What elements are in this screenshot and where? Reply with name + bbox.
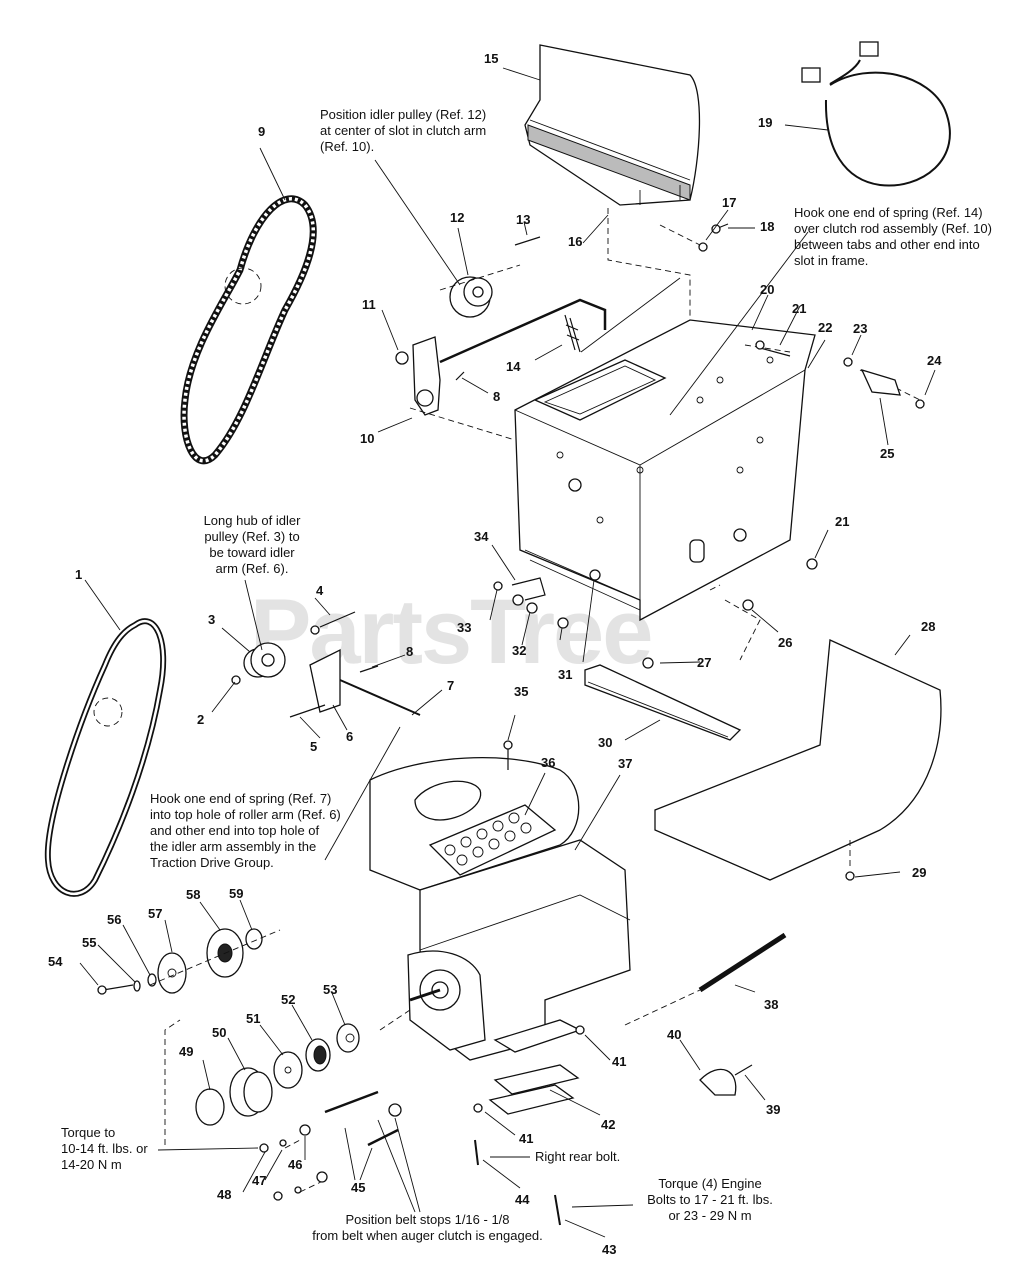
- callout-25[interactable]: 25: [880, 446, 895, 461]
- callout-55[interactable]: 55: [82, 935, 97, 950]
- belt-stops: [259, 1090, 402, 1201]
- callout-9[interactable]: 9: [258, 124, 266, 139]
- note-spring-7: Hook one end of spring (Ref. 7)into top …: [150, 791, 341, 870]
- idler-assembly: [231, 611, 421, 718]
- note-right-rear-bolt: Right rear bolt.: [535, 1149, 621, 1164]
- callout-41-low[interactable]: 41: [519, 1131, 534, 1146]
- callout-44[interactable]: 44: [515, 1192, 530, 1207]
- screw-35: [503, 740, 513, 770]
- part-40: [699, 1064, 753, 1096]
- callout-16[interactable]: 16: [568, 234, 583, 249]
- callout-41-right[interactable]: 41: [612, 1054, 627, 1069]
- callout-49[interactable]: 49: [179, 1044, 194, 1059]
- callout-7[interactable]: 7: [447, 678, 455, 693]
- callout-31[interactable]: 31: [558, 667, 573, 682]
- callout-29[interactable]: 29: [912, 865, 927, 880]
- callout-28[interactable]: 28: [921, 619, 936, 634]
- callout-21-mid[interactable]: 21: [835, 514, 850, 529]
- callout-15[interactable]: 15: [484, 51, 499, 66]
- callout-13[interactable]: 13: [516, 212, 531, 227]
- callout-8-mid[interactable]: 8: [406, 644, 414, 659]
- callout-2[interactable]: 2: [197, 712, 205, 727]
- bracket-30: [584, 664, 742, 741]
- callout-46[interactable]: 46: [288, 1157, 303, 1172]
- callout-3[interactable]: 3: [208, 612, 216, 627]
- callout-6[interactable]: 6: [346, 729, 354, 744]
- rod-38: [624, 932, 787, 1026]
- callout-23[interactable]: 23: [853, 321, 868, 336]
- callout-39[interactable]: 39: [766, 1102, 781, 1117]
- callout-52[interactable]: 52: [281, 992, 296, 1007]
- note-idler-pulley: Position idler pulley (Ref. 12)at center…: [320, 107, 487, 154]
- callout-54[interactable]: 54: [48, 954, 63, 969]
- callout-4[interactable]: 4: [316, 583, 324, 598]
- callout-11[interactable]: 11: [362, 297, 376, 312]
- callout-1[interactable]: 1: [75, 567, 83, 582]
- drive-belt-1: [44, 618, 167, 897]
- note-spring-14: Hook one end of spring (Ref. 14)over clu…: [794, 205, 992, 268]
- callout-58[interactable]: 58: [186, 887, 201, 902]
- callout-12[interactable]: 12: [450, 210, 465, 225]
- engine-37: [369, 757, 631, 1226]
- callout-17[interactable]: 17: [722, 195, 737, 210]
- callout-36[interactable]: 36: [541, 755, 556, 770]
- callout-40[interactable]: 40: [667, 1027, 682, 1042]
- callout-18[interactable]: 18: [760, 219, 775, 234]
- callout-34[interactable]: 34: [474, 529, 489, 544]
- callout-20[interactable]: 20: [760, 282, 775, 297]
- callout-35[interactable]: 35: [514, 684, 529, 699]
- pulley-stack: [97, 928, 411, 1145]
- callout-22[interactable]: 22: [818, 320, 833, 335]
- callout-59[interactable]: 59: [229, 886, 244, 901]
- callout-50[interactable]: 50: [212, 1025, 227, 1040]
- callout-47[interactable]: 47: [252, 1173, 267, 1188]
- callout-42[interactable]: 42: [601, 1117, 616, 1132]
- callout-45[interactable]: 45: [351, 1180, 366, 1195]
- callout-8-top[interactable]: 8: [493, 389, 501, 404]
- callout-56[interactable]: 56: [107, 912, 122, 927]
- callout-19[interactable]: 19: [758, 115, 773, 130]
- belt-cover-15: [524, 44, 701, 206]
- clutch-rod-assembly: [395, 236, 607, 416]
- shield-28: [654, 639, 942, 881]
- callout-53[interactable]: 53: [323, 982, 338, 997]
- hardware: [493, 223, 925, 669]
- callout-57[interactable]: 57: [148, 906, 163, 921]
- frame-22: [514, 319, 816, 622]
- callout-51[interactable]: 51: [246, 1011, 261, 1026]
- callout-30[interactable]: 30: [598, 735, 613, 750]
- callout-27[interactable]: 27: [697, 655, 712, 670]
- callout-32[interactable]: 32: [512, 643, 527, 658]
- callout-10[interactable]: 10: [360, 431, 375, 446]
- callout-37[interactable]: 37: [618, 756, 633, 771]
- callout-24[interactable]: 24: [927, 353, 942, 368]
- callout-14[interactable]: 14: [506, 359, 521, 374]
- callout-38[interactable]: 38: [764, 997, 779, 1012]
- auger-belt-9: [180, 195, 317, 465]
- wire-harness-19: [801, 41, 951, 187]
- leader-lines: [79, 67, 936, 1238]
- callout-43[interactable]: 43: [602, 1242, 617, 1257]
- callout-5[interactable]: 5: [310, 739, 318, 754]
- callout-21-top[interactable]: 21: [792, 301, 807, 316]
- callout-26[interactable]: 26: [778, 635, 793, 650]
- callout-48[interactable]: 48: [217, 1187, 232, 1202]
- callout-33[interactable]: 33: [457, 620, 472, 635]
